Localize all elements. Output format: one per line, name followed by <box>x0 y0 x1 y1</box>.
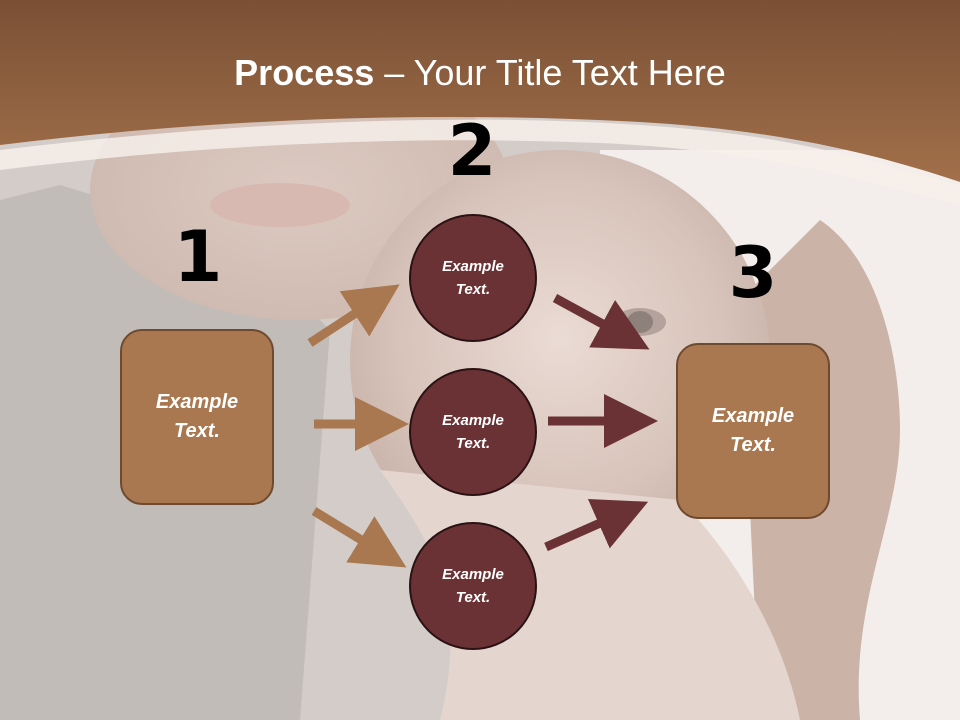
arrow-1-to-circle-top <box>307 284 400 347</box>
circle-top: Example Text. <box>409 214 537 342</box>
step-number-2: 2 <box>447 110 497 192</box>
step-number-3: 3 <box>728 232 778 314</box>
step-3-box-line-2: Text. <box>730 434 776 456</box>
arrow-circle-top-to-3 <box>552 294 650 350</box>
circle-bottom: Example Text. <box>409 522 537 650</box>
circle-top-line-2: Text. <box>455 281 491 298</box>
step-3-box-line-1: Example <box>711 405 795 427</box>
slide-title: Process – Your Title Text Here <box>0 52 960 94</box>
circle-top-line-1: Example <box>442 258 504 275</box>
arrow-1-to-circle-bottom <box>311 507 407 568</box>
circle-middle: Example Text. <box>409 368 537 496</box>
circle-middle-line-2: Text. <box>455 435 491 452</box>
step-3-box: Example Text. <box>676 343 830 519</box>
step-number-1: 1 <box>173 216 223 298</box>
title-bold: Process <box>234 52 375 93</box>
arrow-circle-bottom-to-3 <box>544 498 649 552</box>
circle-bottom-line-2: Text. <box>455 589 491 606</box>
step-1-box-line-1: Example <box>155 391 239 413</box>
step-1-box: Example Text. <box>120 329 274 505</box>
circle-middle-line-1: Example <box>442 412 504 429</box>
circle-bottom-line-1: Example <box>442 566 504 583</box>
step-1-box-line-2: Text. <box>174 420 220 442</box>
title-rest: – Your Title Text Here <box>374 52 726 93</box>
